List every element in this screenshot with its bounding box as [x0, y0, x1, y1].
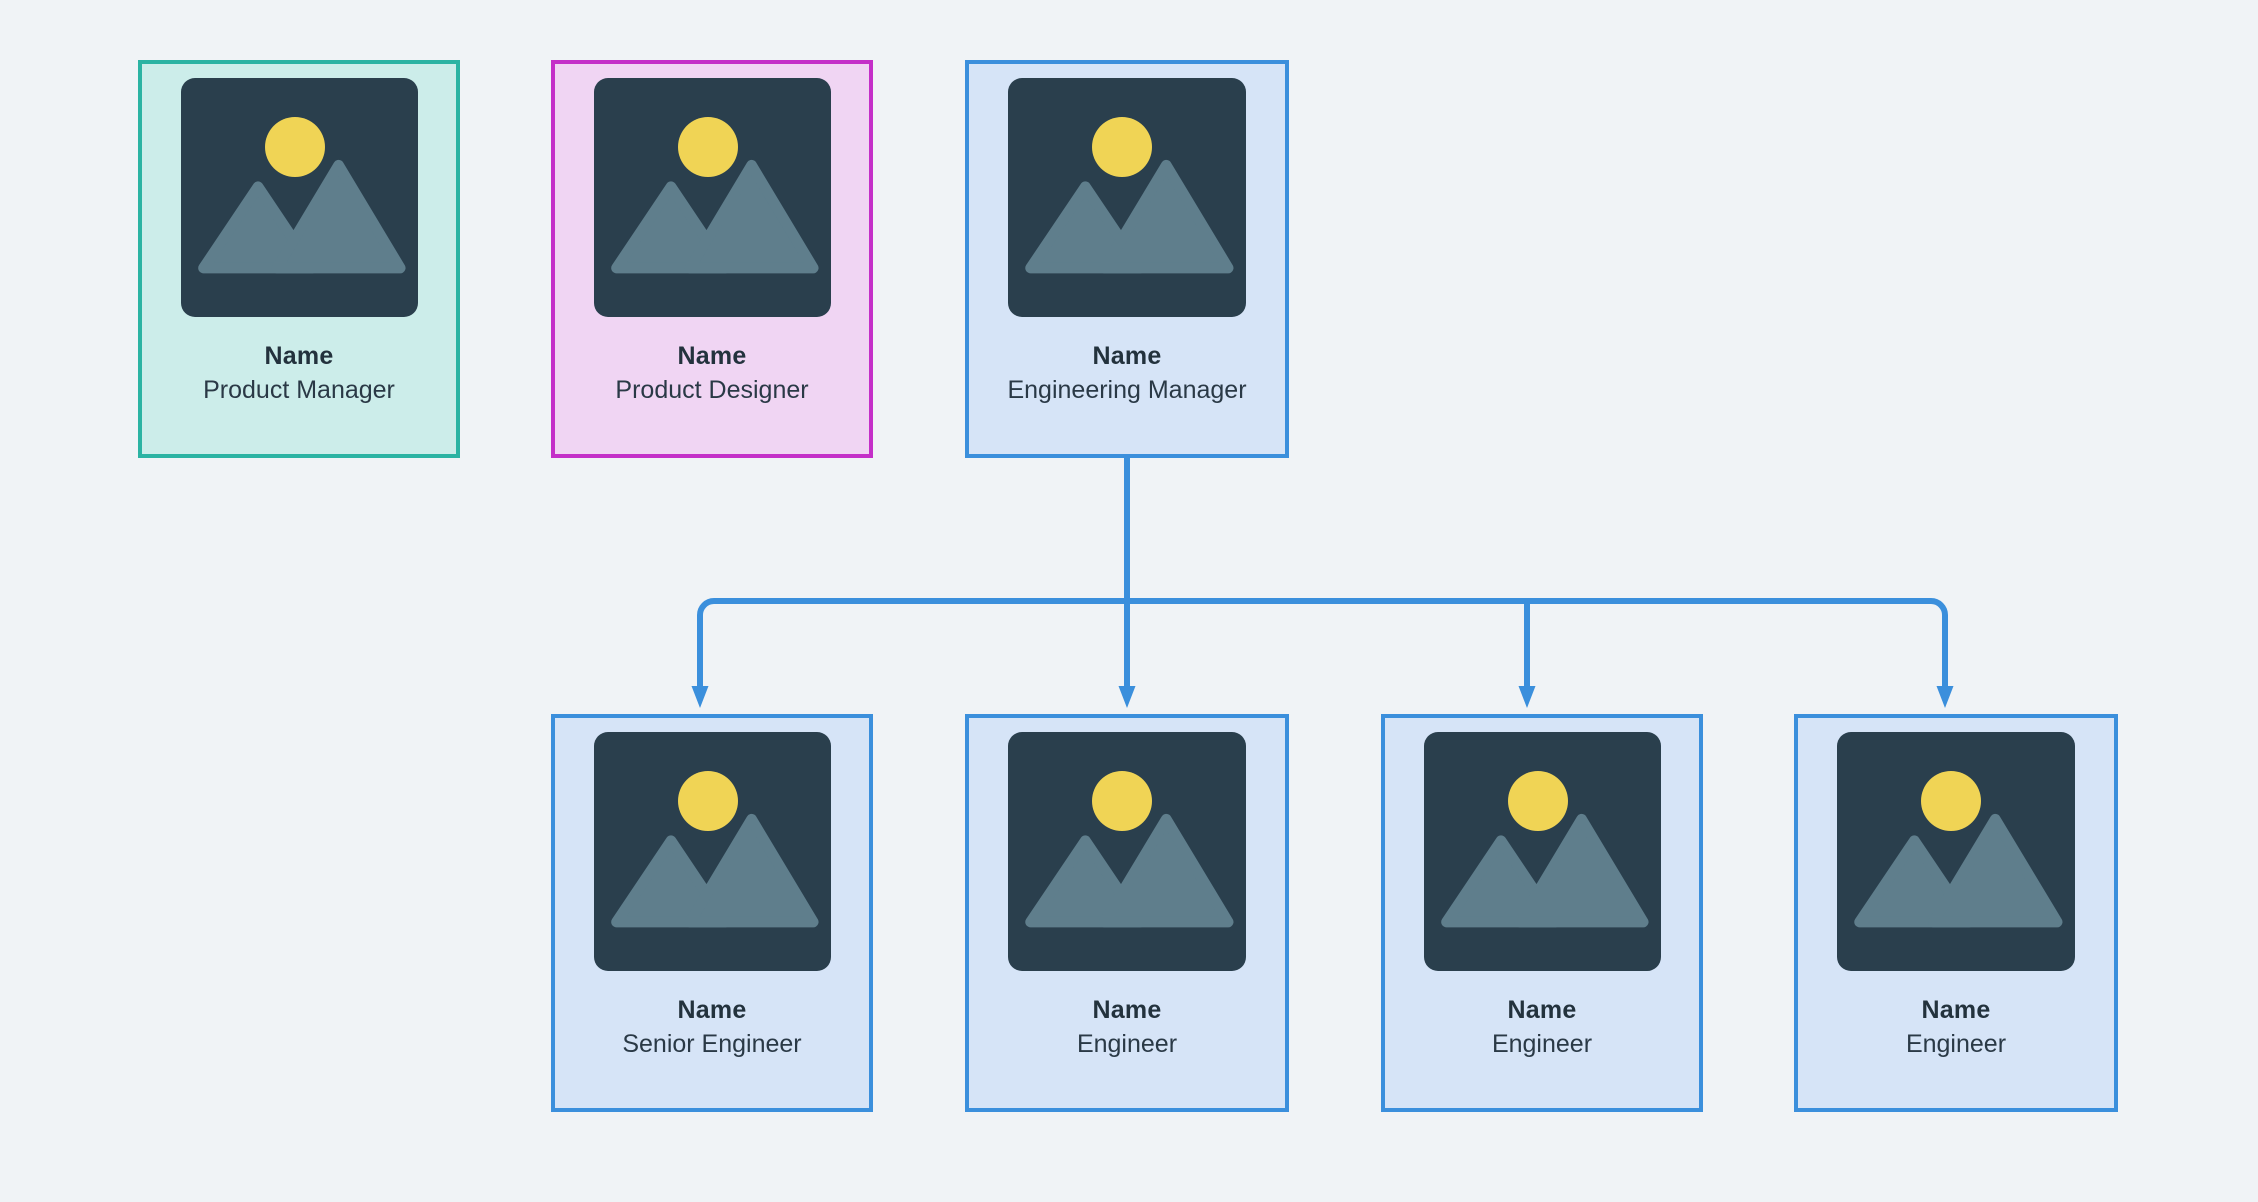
- card-person-role: Senior Engineer: [622, 1030, 802, 1058]
- mountain-icon: [1441, 813, 1649, 928]
- image-placeholder-icon: [1008, 78, 1246, 317]
- card-person-name: Name: [677, 996, 747, 1024]
- card-person-role: Engineering Manager: [1007, 376, 1247, 404]
- image-placeholder-icon: [1424, 732, 1661, 971]
- card-person-role: Engineer: [1491, 1030, 1593, 1058]
- card-person-role: Product Designer: [615, 376, 809, 404]
- image-placeholder-icon: [1008, 732, 1246, 971]
- connector-arrow-1: [1118, 686, 1136, 708]
- connector-corner-0: [697, 598, 715, 616]
- card-person-name: Name: [1507, 996, 1577, 1024]
- connector-arrow-0: [691, 686, 709, 708]
- card-person-role: Engineer: [1076, 1030, 1178, 1058]
- mountain-icon: [1854, 813, 2063, 928]
- mountain-icon: [611, 813, 819, 928]
- sun-icon: [1921, 771, 1981, 831]
- mountain-icon: [198, 159, 406, 274]
- image-placeholder-icon: [1837, 732, 2075, 971]
- connector-arrow-3: [1936, 686, 1954, 708]
- card-person-role: Engineer: [1905, 1030, 2007, 1058]
- card-person-role: Product Manager: [203, 376, 395, 404]
- image-placeholder-icon: [594, 732, 831, 971]
- card-person-name: Name: [677, 342, 747, 370]
- sun-icon: [265, 117, 325, 177]
- connector-arrow-2: [1518, 686, 1536, 708]
- sun-icon: [1092, 771, 1152, 831]
- mountain-icon: [611, 159, 819, 274]
- card-person-name: Name: [264, 342, 334, 370]
- sun-icon: [678, 771, 738, 831]
- card-person-name: Name: [1921, 996, 1991, 1024]
- sun-icon: [1092, 117, 1152, 177]
- card-person-name: Name: [1092, 996, 1162, 1024]
- mountain-icon: [1025, 813, 1234, 928]
- mountain-icon: [1025, 159, 1234, 274]
- card-person-name: Name: [1092, 342, 1162, 370]
- connector-corner-3: [1930, 598, 1948, 616]
- sun-icon: [1508, 771, 1568, 831]
- image-placeholder-icon: [594, 78, 831, 317]
- image-placeholder-icon: [181, 78, 418, 317]
- sun-icon: [678, 117, 738, 177]
